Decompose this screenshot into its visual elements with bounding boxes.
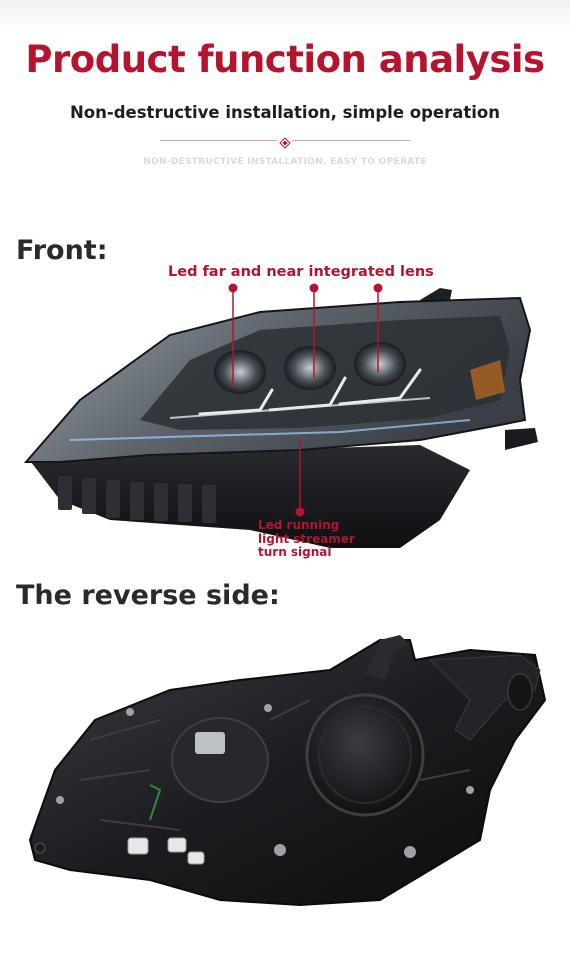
reverse-headlight-image [28, 635, 547, 907]
page-subtitle: Non-destructive installation, simple ope… [70, 103, 500, 122]
drl-callout-line: turn signal [258, 545, 332, 559]
page-title: Product function analysis [25, 38, 545, 81]
lens-callout-label: Led far and near integrated lens [168, 264, 434, 280]
drl-callout-line: light streamer [258, 531, 355, 546]
drl-callout-line: Led running [258, 518, 340, 532]
drl-callout-label: Led running light streamer turn signal [258, 518, 355, 560]
top-shade [0, 0, 570, 30]
divider-left [160, 140, 278, 141]
page-caption: NON-DESTRUCTIVE INSTALLATION, EASY TO OP… [143, 157, 427, 167]
diamond-ornament-icon [279, 134, 291, 149]
reverse-section-label: The reverse side: [16, 580, 280, 611]
divider-right [292, 140, 410, 141]
front-section-label: Front: [16, 235, 108, 266]
